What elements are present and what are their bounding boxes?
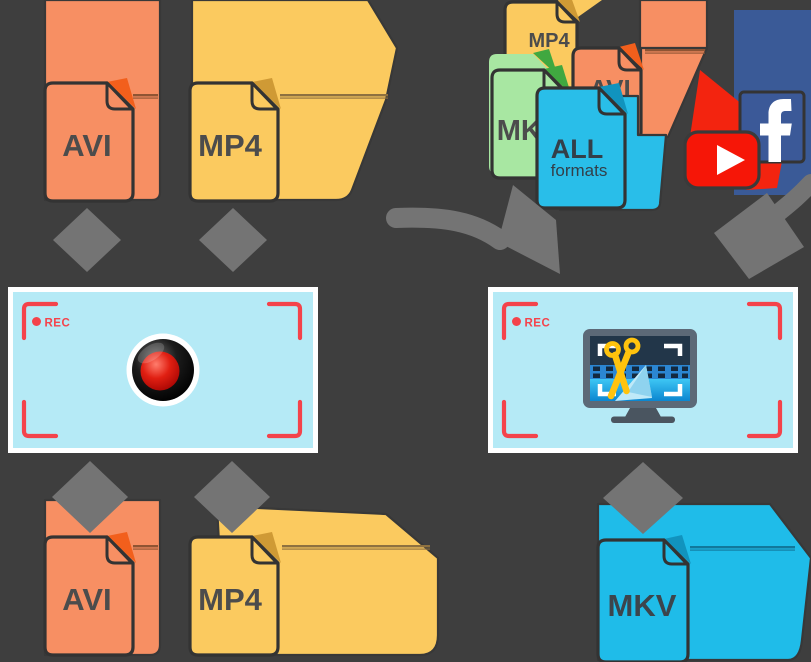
- sheet-edge-line: [280, 94, 388, 97]
- folded-corner-icon: [250, 81, 279, 111]
- file-bottom-mp4: MP4: [188, 532, 281, 657]
- folded-corner-icon: [555, 0, 578, 24]
- fold-shadow: [252, 532, 281, 563]
- file-format-label: MP4: [198, 582, 263, 617]
- output-file-fronts: AVI MP4 MKV: [43, 532, 691, 662]
- file-top-avi: AVI: [43, 78, 136, 203]
- file-format-label: AVI: [62, 582, 111, 617]
- source-file-stacks: AVI MP4: [43, 0, 399, 203]
- file-top-mp4: MP4: [188, 78, 281, 203]
- folded-corner-icon: [105, 81, 134, 111]
- arrow-down-output-mp4-icon: [194, 461, 270, 533]
- fold-shadow: [252, 78, 281, 109]
- sheet-edge-line: [133, 545, 158, 548]
- file-format-label: MKV: [608, 588, 677, 623]
- play-triangle-icon: [717, 145, 745, 175]
- file-body: [535, 86, 627, 210]
- folded-corner-icon: [250, 535, 279, 565]
- rec-dot-icon: [32, 317, 41, 326]
- all-formats-cluster: MP4AVIMKVALLformats: [489, 0, 709, 212]
- fold-shadow: [107, 78, 136, 109]
- arrow-down-output-avi-icon: [52, 461, 128, 533]
- folded-corner-icon: [597, 86, 626, 116]
- monitor-stand: [625, 408, 661, 417]
- fold-shadow: [664, 535, 691, 564]
- viewfinder-brackets: [501, 301, 783, 439]
- file-format-label: MP4: [528, 30, 570, 52]
- file-body: [43, 535, 135, 657]
- file-body: [188, 81, 280, 203]
- folded-corner-icon: [105, 535, 134, 565]
- file-bottom-avi: AVI: [43, 532, 136, 657]
- folded-corner-icon: [662, 538, 689, 566]
- arrow-curved-right-icon: [714, 174, 811, 279]
- youtube-play-icon: [683, 130, 761, 190]
- fold-shadow: [107, 532, 136, 563]
- editor-screen: REC: [488, 287, 798, 453]
- rec-dot-icon: [512, 317, 521, 326]
- fold-shadow: [599, 83, 628, 114]
- rec-label: REC: [45, 318, 71, 330]
- file-body: [596, 538, 690, 662]
- arrow-down-avi-icon: [53, 208, 121, 272]
- arrow-curved-left-icon: [386, 185, 560, 274]
- file-format-label: ALL: [551, 134, 603, 164]
- recorder-screen: REC: [8, 287, 318, 453]
- facebook-f-letter: [760, 99, 792, 162]
- file-bottom-mkv: MKV: [596, 535, 691, 662]
- video-editor-monitor-icon: [583, 329, 697, 423]
- record-button[interactable]: [126, 333, 200, 407]
- arrow-down-mp4-icon: [199, 208, 267, 272]
- sheet-edge-line: [645, 49, 705, 52]
- scissors-icon: [604, 337, 641, 400]
- fold-shadow: [619, 43, 644, 70]
- share-targets: [683, 10, 811, 195]
- arrow-down-output-mkv-icon: [603, 462, 683, 534]
- rec-label: REC: [525, 318, 551, 330]
- file-format-label: AVI: [62, 128, 111, 163]
- file-body: [188, 535, 280, 657]
- sheet-edge-line: [133, 94, 158, 97]
- file-format-sublabel: formats: [551, 161, 608, 180]
- sheet-edge-line: [282, 545, 430, 548]
- file-body: [43, 81, 135, 203]
- sheet-edge-line: [690, 546, 795, 549]
- folded-corner-icon: [617, 46, 642, 72]
- viewfinder-brackets: [21, 301, 303, 439]
- file-format-label: MP4: [198, 128, 263, 163]
